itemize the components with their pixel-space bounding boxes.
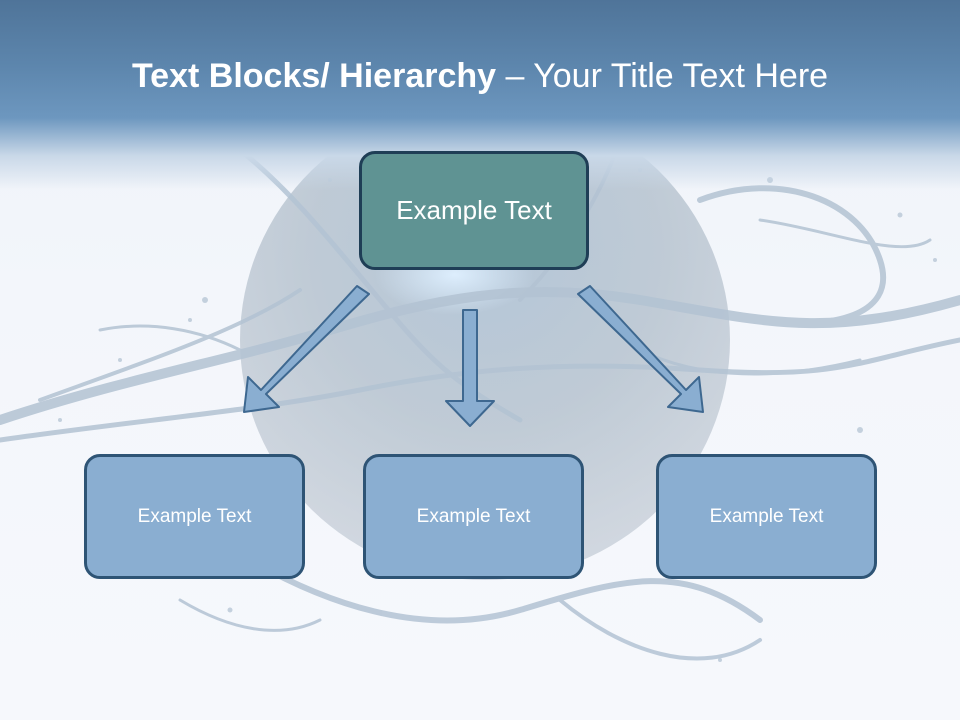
slide-title-bold: Text Blocks/ Hierarchy [131, 57, 497, 95]
slide-title: Text Blocks/ Hierarchy – Your Title Text… [0, 52, 960, 100]
slide-title-rest: – Your Title Text Here [496, 57, 829, 95]
water-splash [0, 138, 960, 661]
child-text-box-middle[interactable]: Example Text [363, 454, 584, 579]
root-text-box[interactable]: Example Text [359, 151, 589, 270]
arrow-right [577, 285, 704, 413]
child-text-box-right[interactable]: Example Text [656, 454, 877, 579]
child-text-box-left[interactable]: Example Text [84, 454, 305, 579]
arrow-left [243, 285, 370, 413]
arrow-middle [445, 309, 495, 427]
